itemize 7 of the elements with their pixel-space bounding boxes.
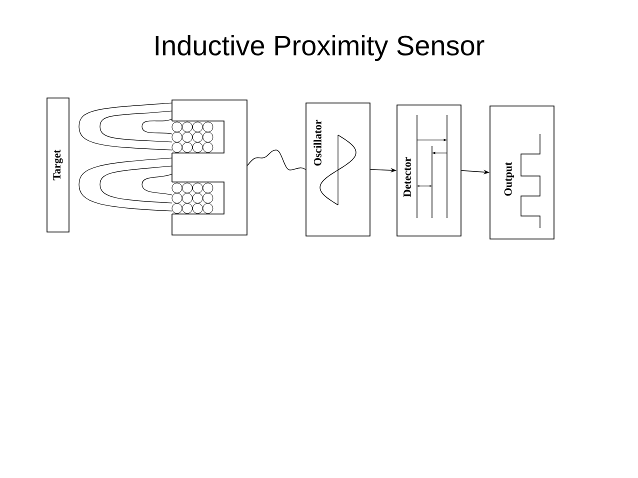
oscillator-box: Oscillator [306, 102, 370, 236]
output-box: Output [490, 106, 554, 240]
sensor-head [172, 100, 248, 236]
detector-box: Detector [396, 104, 462, 236]
title: Inductive Proximity Sensor [156, 34, 484, 62]
target-bar: Target [46, 98, 70, 232]
cable [247, 150, 306, 170]
